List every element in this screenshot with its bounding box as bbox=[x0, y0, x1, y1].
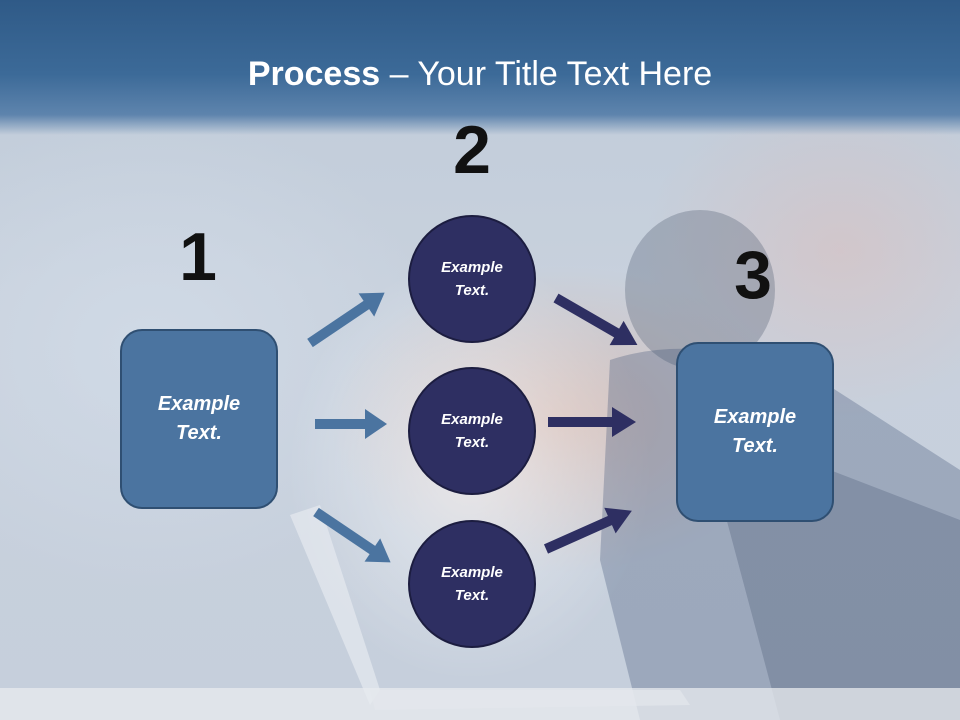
step-2-circle-middle: Example Text. bbox=[408, 367, 536, 495]
step-number-2: 2 bbox=[453, 112, 491, 188]
arrow-1-to-2c bbox=[313, 507, 391, 563]
step-1-box: Example Text. bbox=[120, 329, 278, 509]
arrow-1-to-2a bbox=[307, 292, 385, 348]
arrow-2b-to-3 bbox=[548, 407, 636, 437]
arrow-2a-to-3 bbox=[553, 293, 638, 346]
step-2-circle-top-label: Example Text. bbox=[441, 259, 503, 299]
title-bold: Process bbox=[247, 55, 381, 93]
step-2-circle-bottom-label: Example Text. bbox=[441, 564, 503, 604]
title-rest: – Your Title Text Here bbox=[380, 55, 713, 93]
step-2-circle-bottom: Example Text. bbox=[408, 520, 536, 648]
arrow-1-to-2b bbox=[315, 409, 387, 439]
step-1-box-label: Example Text. bbox=[157, 393, 241, 444]
step-2-circle-middle-label: Example Text. bbox=[441, 411, 503, 451]
header-band bbox=[0, 0, 960, 135]
slide-title: Process – Your Title Text Here bbox=[0, 52, 960, 96]
step-3-box: Example Text. bbox=[676, 342, 834, 522]
step-number-1: 1 bbox=[179, 219, 217, 295]
step-3-box-label: Example Text. bbox=[713, 406, 797, 457]
step-number-3: 3 bbox=[734, 237, 772, 313]
arrow-2c-to-3 bbox=[543, 507, 632, 554]
step-2-circle-top: Example Text. bbox=[408, 215, 536, 343]
